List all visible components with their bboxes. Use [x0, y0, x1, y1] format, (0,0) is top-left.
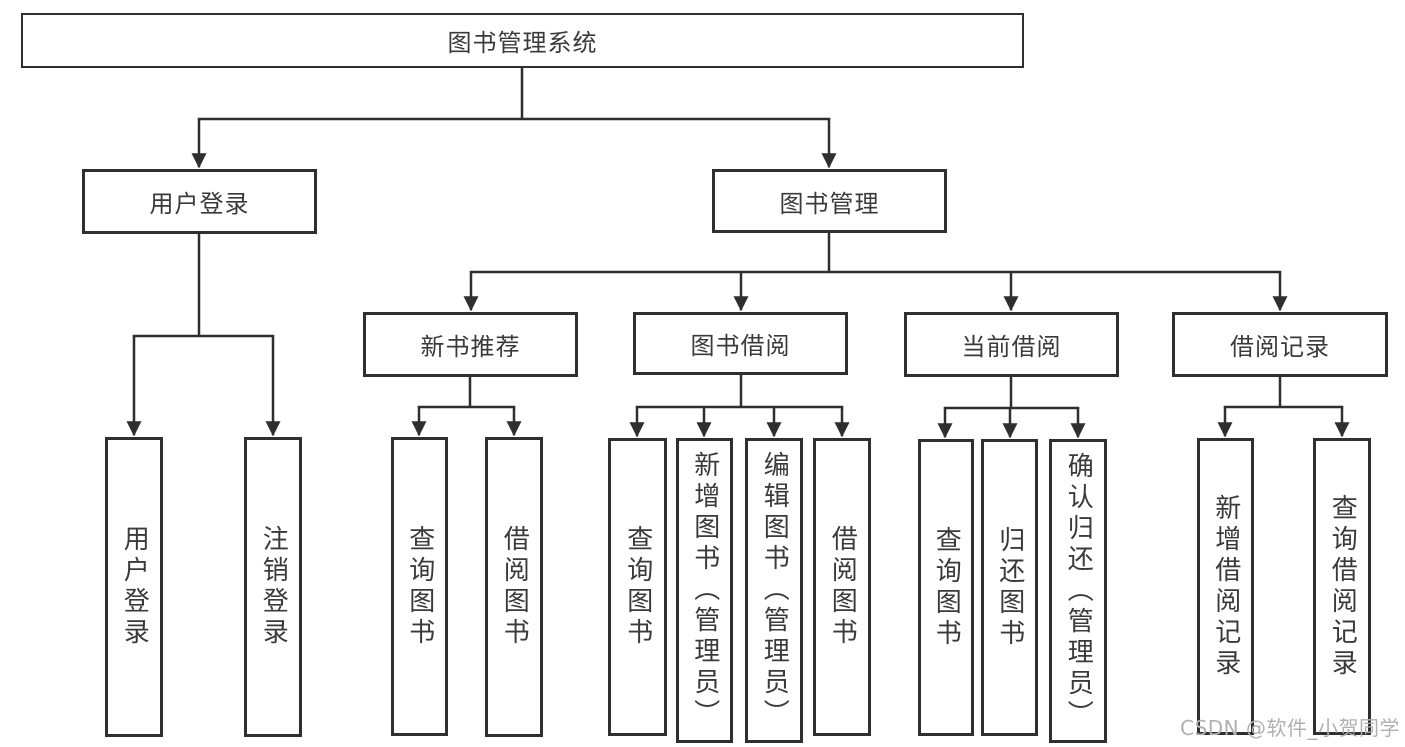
node-root: 图书管理系统 — [21, 13, 1024, 68]
leaf-user-login: 用户登录 — [105, 437, 163, 737]
node-current: 当前借阅 — [904, 312, 1119, 377]
leaf-current-query-label: 查询图书 — [931, 525, 962, 650]
connector-root-to-level2 — [197, 66, 831, 121]
node-borrowing-label: 图书借阅 — [690, 332, 791, 360]
leaf-current-return-label: 归还图书 — [994, 525, 1025, 650]
connector-current-subtree — [943, 375, 1080, 410]
node-user-login-label: 用户登录 — [149, 190, 250, 218]
leaf-current-confirm: 确认归还（管理员） — [1049, 439, 1107, 743]
leaf-current-return: 归还图书 — [981, 439, 1038, 736]
leaf-newbooks-borrow-label: 借阅图书 — [499, 525, 530, 649]
connector-records-subtree — [1223, 375, 1344, 409]
leaf-current-confirm-label: 确认归还（管理员） — [1063, 451, 1094, 731]
connector-borrowing-subtree — [635, 373, 844, 409]
node-book-mgmt-label: 图书管理 — [779, 189, 880, 218]
leaf-borrowing-add-label: 新增图书（管理员） — [689, 451, 720, 730]
leaf-records-add: 新增借阅记录 — [1197, 438, 1254, 735]
node-user-login: 用户登录 — [82, 169, 317, 234]
node-records: 借阅记录 — [1172, 312, 1388, 377]
node-book-mgmt: 图书管理 — [712, 169, 947, 233]
leaf-records-add-label: 新增借阅记录 — [1210, 493, 1241, 680]
leaf-current-query: 查询图书 — [918, 439, 974, 736]
node-current-label: 当前借阅 — [961, 333, 1062, 361]
leaf-borrowing-query: 查询图书 — [608, 438, 667, 736]
leaf-borrowing-borrow: 借阅图书 — [813, 438, 871, 736]
csdn-watermark: CSDN @软件_小贺同学 — [1180, 716, 1400, 740]
leaf-newbooks-borrow: 借阅图书 — [485, 437, 543, 737]
node-new-books: 新书推荐 — [363, 312, 578, 377]
leaf-borrowing-add: 新增图书（管理员） — [676, 438, 733, 743]
connector-book-mgmt-to-level3 — [469, 231, 1282, 274]
leaf-borrowing-borrow-label: 借阅图书 — [827, 525, 858, 649]
connector-new-books-subtree — [417, 375, 516, 409]
node-borrowing: 图书借阅 — [633, 312, 848, 375]
node-root-label: 图书管理系统 — [447, 29, 598, 57]
leaf-logout-label: 注销登录 — [258, 525, 289, 649]
leaf-logout: 注销登录 — [244, 437, 302, 737]
leaf-borrowing-edit: 编辑图书（管理员） — [745, 438, 803, 743]
leaf-newbooks-query-label: 查询图书 — [404, 524, 435, 649]
leaf-user-login-label: 用户登录 — [119, 525, 150, 649]
node-new-books-label: 新书推荐 — [420, 333, 521, 361]
leaf-borrowing-query-label: 查询图书 — [622, 525, 653, 649]
leaf-records-query: 查询借阅记录 — [1313, 438, 1371, 735]
leaf-records-query-label: 查询借阅记录 — [1327, 493, 1358, 680]
leaf-borrowing-edit-label: 编辑图书（管理员） — [759, 451, 790, 730]
node-records-label: 借阅记录 — [1230, 333, 1330, 361]
connector-user-login-subtree — [132, 232, 275, 338]
leaf-newbooks-query: 查询图书 — [391, 437, 448, 736]
